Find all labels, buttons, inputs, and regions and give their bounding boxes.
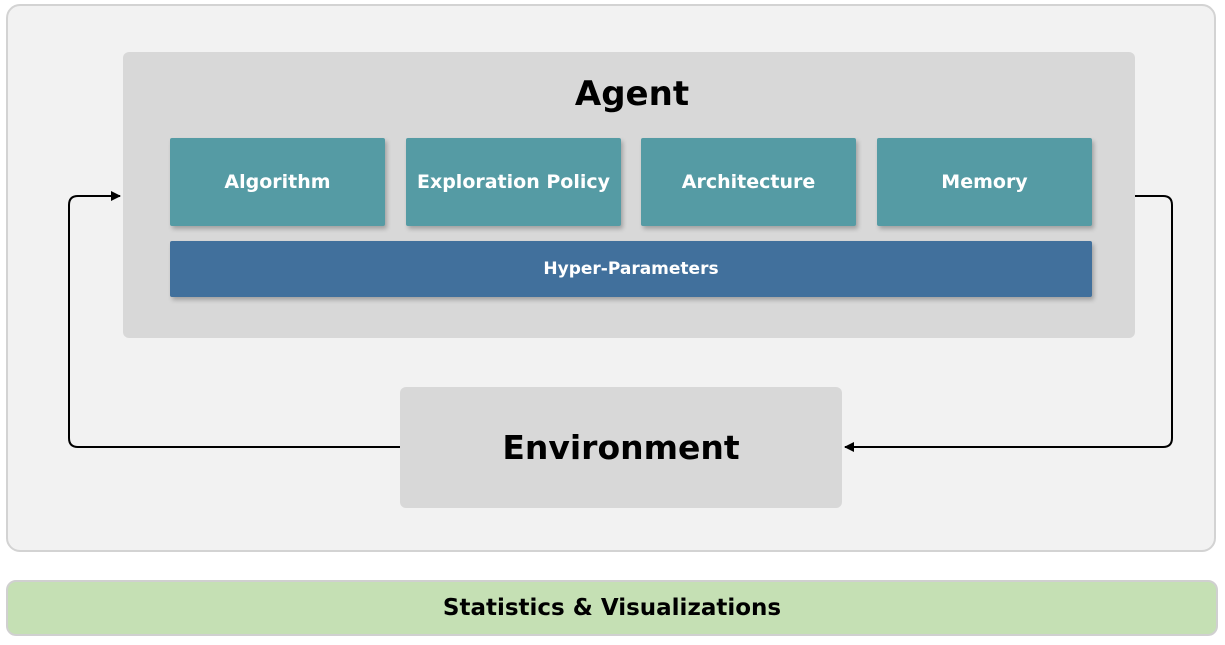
arrow-environment-to-agent (68, 191, 400, 448)
component-exploration-policy: Exploration Policy (406, 138, 621, 226)
component-memory: Memory (877, 138, 1092, 226)
environment-box: Environment (400, 387, 842, 508)
statistics-visualizations-bar: Statistics & Visualizations (6, 580, 1218, 636)
arrow-agent-to-environment (844, 195, 1173, 452)
component-algorithm: Algorithm (170, 138, 385, 226)
component-architecture: Architecture (641, 138, 856, 226)
hyper-parameters-bar: Hyper-Parameters (170, 241, 1092, 297)
agent-title: Agent (574, 74, 690, 114)
